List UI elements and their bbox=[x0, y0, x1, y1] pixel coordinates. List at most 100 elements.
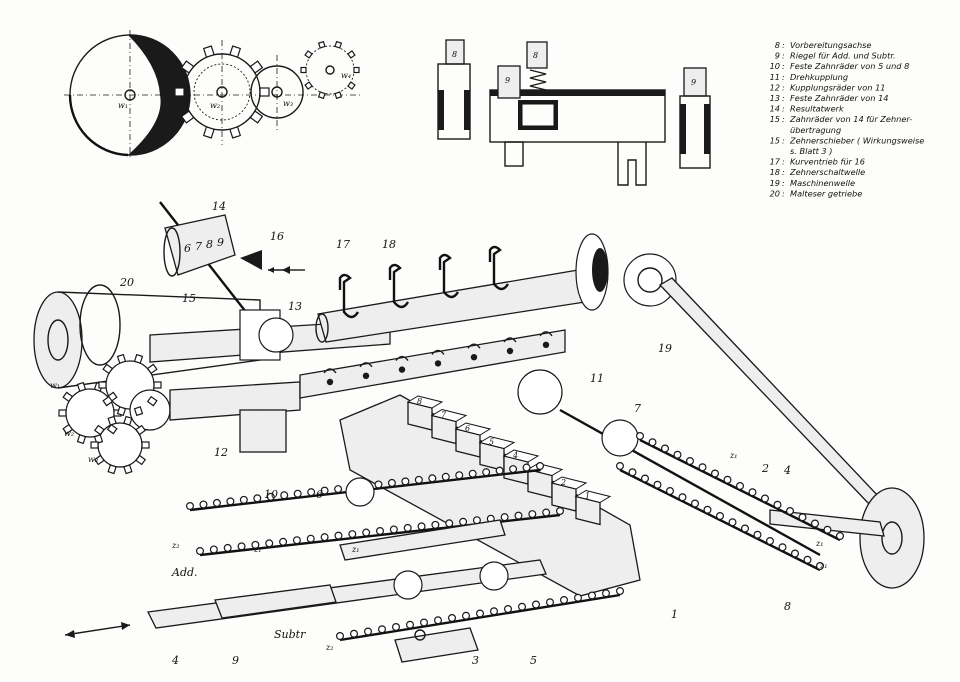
legend-colon: : bbox=[782, 93, 785, 103]
legend-number: 15 bbox=[770, 135, 780, 145]
gear-tooth bbox=[133, 406, 144, 417]
slider-digit: 5 bbox=[489, 438, 494, 447]
gear-6b bbox=[479, 561, 509, 591]
toothed-racks bbox=[186, 432, 844, 642]
sleeve-right-wall-b bbox=[704, 104, 710, 154]
legend-number: 8 bbox=[775, 40, 780, 50]
rack-tooth bbox=[517, 602, 526, 611]
insert-detail: 8 9 8 9 bbox=[437, 39, 711, 186]
rack-tooth bbox=[528, 510, 537, 519]
rack-tooth bbox=[735, 482, 744, 491]
sleeve-right-wall-a bbox=[680, 104, 686, 154]
label-insert-8b: 8 bbox=[533, 51, 538, 60]
rack-tooth bbox=[455, 471, 464, 480]
rack-tooth bbox=[441, 472, 450, 481]
gear-tooth bbox=[347, 81, 356, 90]
gear-7 bbox=[601, 419, 639, 457]
part-label-1: 1 bbox=[671, 608, 678, 621]
carry-shaft-wheel-hub bbox=[592, 248, 608, 292]
gear-tooth bbox=[249, 110, 264, 124]
part-label-19: 19 bbox=[658, 342, 672, 355]
legend-colon: : bbox=[782, 114, 785, 124]
crank-wheel bbox=[859, 487, 925, 589]
rack-tooth bbox=[239, 495, 248, 504]
rack-tooth bbox=[803, 555, 812, 564]
gear-tooth bbox=[180, 110, 195, 124]
gear-tooth bbox=[334, 91, 343, 100]
rack-tooth bbox=[265, 539, 274, 548]
carry-shaft bbox=[315, 233, 677, 343]
digit-block-top bbox=[478, 435, 516, 450]
gear-tooth bbox=[141, 441, 150, 449]
part-label-13: 13 bbox=[288, 300, 302, 313]
rack-tooth bbox=[348, 530, 357, 539]
rack-tooth bbox=[545, 598, 554, 607]
gear-tooth bbox=[116, 353, 127, 364]
rack-tooth bbox=[389, 525, 398, 534]
carry-shaft-end bbox=[315, 313, 329, 343]
legend-number: 14 bbox=[770, 104, 780, 114]
sprocket-19-hub bbox=[637, 267, 663, 293]
gear-tooth bbox=[317, 91, 326, 100]
rack-tooth bbox=[392, 622, 401, 631]
part-label-10: 10 bbox=[264, 488, 278, 501]
legend-number: 11 bbox=[770, 72, 780, 82]
direction-arrowhead-left bbox=[65, 630, 75, 638]
legend-text: Maschinenwelle bbox=[790, 178, 855, 188]
gear-tooth bbox=[259, 87, 270, 97]
rack-tooth bbox=[468, 469, 477, 478]
pin-9 bbox=[497, 65, 521, 99]
rail-roller bbox=[393, 570, 423, 600]
rack-tooth bbox=[587, 591, 596, 600]
schematic-gear-w2-teeth bbox=[174, 45, 270, 139]
rack-tooth bbox=[542, 508, 551, 517]
legend-number: 9 bbox=[775, 51, 780, 61]
rack-tooth bbox=[307, 488, 316, 497]
part-label-14: 14 bbox=[212, 200, 226, 213]
part-label-4a: 4 bbox=[171, 654, 179, 667]
gear-12-body bbox=[239, 409, 287, 453]
gear-tooth bbox=[133, 353, 144, 364]
gear-tooth bbox=[123, 415, 133, 426]
rack-tooth bbox=[648, 438, 657, 447]
register-drum bbox=[164, 214, 236, 276]
latch-9 bbox=[214, 584, 337, 619]
label-w1: w₁ bbox=[118, 101, 128, 110]
label-w3-main: w₃ bbox=[88, 455, 98, 464]
gear-tooth bbox=[58, 409, 67, 417]
part-label-18: 18 bbox=[382, 238, 396, 251]
housing-fork bbox=[617, 142, 647, 186]
legend-colon: : bbox=[782, 157, 785, 167]
maltese-flange-hub bbox=[47, 319, 69, 361]
label-w2: w₂ bbox=[210, 101, 220, 110]
part-labels: 1 2 3 4 4 5 6 7 8 9 10 11 12 13 14 15 16… bbox=[119, 200, 791, 667]
legend-text: Drehkupplung bbox=[790, 72, 848, 82]
legend-colon: : bbox=[782, 61, 785, 71]
gear-tooth bbox=[153, 381, 162, 389]
rack-tooth bbox=[279, 537, 288, 546]
slider-digit: 7 bbox=[441, 411, 447, 420]
gear-tooth bbox=[146, 395, 158, 407]
legend-number: 18 bbox=[770, 167, 780, 177]
register-digit: 9 bbox=[217, 236, 224, 249]
gear-tooth bbox=[202, 126, 215, 139]
rack-tooth bbox=[490, 607, 499, 616]
gear-tooth bbox=[98, 381, 107, 389]
digit-block-top bbox=[454, 422, 492, 436]
rack-tooth bbox=[703, 505, 712, 514]
coupling-hole bbox=[470, 354, 478, 361]
coupling-tooth bbox=[503, 337, 517, 343]
rack-tooth bbox=[522, 463, 531, 472]
legend-colon: : bbox=[782, 178, 785, 188]
rack-tooth bbox=[334, 485, 343, 494]
legend-colon: : bbox=[782, 104, 785, 114]
rack-tooth bbox=[740, 524, 749, 533]
gear-tooth bbox=[135, 424, 147, 436]
gear-tooth bbox=[107, 415, 117, 426]
legend-colon: : bbox=[782, 72, 785, 82]
rack-tooth bbox=[293, 489, 302, 498]
cam-4 bbox=[488, 245, 510, 291]
digit-block-top bbox=[574, 489, 612, 504]
legend-number: 12 bbox=[770, 82, 780, 92]
